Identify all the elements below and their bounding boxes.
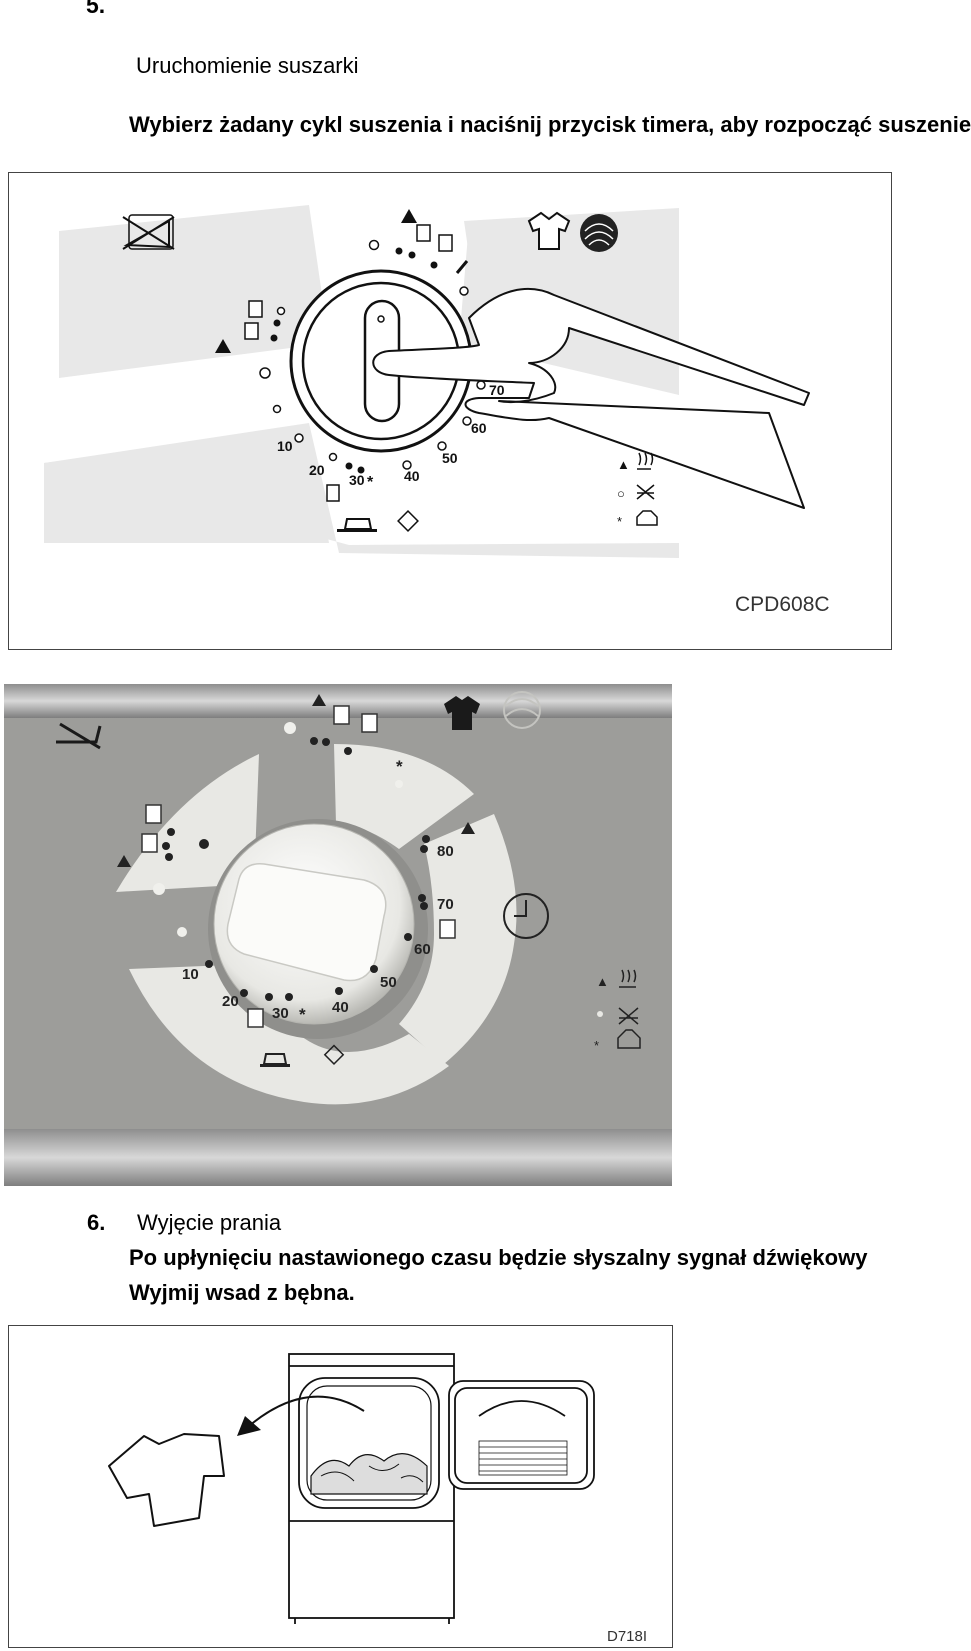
dial-dots	[270, 247, 438, 474]
panel-sector-right	[399, 814, 517, 1064]
dial-number-60: 60	[471, 420, 487, 436]
section-instruction: Wybierz żadany cykl suszenia i naciśnij …	[129, 112, 971, 137]
photo-number-80: 80	[437, 843, 454, 860]
legend: ▲ ○ *	[617, 457, 630, 529]
section-title: Wyjęcie prania	[137, 1210, 282, 1235]
legend-symbol-2: ○	[617, 486, 625, 501]
photo-legend-icons	[617, 969, 641, 1049]
bottom-rail	[4, 1129, 672, 1186]
photo-number-40: 40	[332, 999, 349, 1016]
photo-heat-icons	[141, 705, 456, 1028]
legend-symbol-1: ▲	[617, 457, 630, 472]
legend-symbol-3: *	[617, 514, 622, 529]
dial-number-40: 40	[404, 468, 420, 484]
photo-number-10: 10	[182, 966, 199, 983]
section-line: Wyjmij wsad z bębna.	[129, 1280, 355, 1305]
photo-no-iron-icon	[56, 722, 102, 750]
panel-region-left-bottom	[44, 431, 329, 543]
section-number: 6.	[87, 1210, 106, 1235]
panel-sector-top	[334, 744, 474, 849]
iron-icon	[343, 518, 373, 530]
cool-icon-stroke	[455, 260, 469, 274]
dial-photo-figure: 10 20 30 40 50 60 70 80 * *	[4, 684, 672, 1186]
triangle-marker-top	[401, 209, 417, 223]
photo-star-bottom: *	[299, 1005, 306, 1024]
hand-illustration	[372, 288, 810, 509]
photo-dial-light-dots	[153, 722, 403, 937]
photo-dial-dots	[162, 737, 430, 1001]
dial-number-30: 30	[349, 472, 365, 488]
photo-legend-symbol-2: *	[594, 1038, 599, 1053]
photo-number-30: 30	[272, 1005, 289, 1022]
photo-legend-symbol-1: ▲	[596, 974, 609, 989]
heat-icon-bottom	[326, 484, 340, 502]
arrow-head	[237, 1416, 261, 1436]
dial-number-70: 70	[489, 382, 505, 398]
photo-number-50: 50	[380, 974, 397, 991]
heat-icon-top-1	[416, 224, 431, 242]
section-number: 5.	[86, 0, 106, 18]
photo-number-70: 70	[437, 896, 454, 913]
photo-warning-diamond-icon	[323, 1044, 345, 1065]
panel-sector-left	[116, 754, 259, 892]
dial-number-labels: 10 20 30 40 50 60 70 *	[277, 382, 505, 491]
panel-region-left-top	[59, 205, 329, 378]
dial-photo-svg: 10 20 30 40 50 60 70 80 * *	[4, 684, 672, 1186]
legend-icons	[636, 452, 658, 526]
knob-grip	[226, 863, 387, 982]
photo-wool-icon	[503, 691, 541, 729]
triangle-marker-left	[215, 339, 231, 353]
dial-diagram-figure: 10 20 30 40 50 60 70 *	[8, 172, 892, 650]
photo-triangle-left	[117, 855, 131, 867]
photo-legend-dot	[597, 1011, 603, 1017]
laundry-pile	[310, 1453, 428, 1495]
dryer-unload-svg: D718I	[108, 1353, 647, 1645]
timer-clock-icon	[503, 893, 549, 939]
dial-star: *	[367, 474, 374, 491]
photo-triangle-right	[461, 822, 475, 834]
photo-number-60: 60	[414, 941, 431, 958]
shirt-icon	[527, 211, 571, 250]
section-line: Po upłynięciu nastawionego czasu będzie …	[129, 1245, 868, 1270]
dial-number-20: 20	[309, 462, 325, 478]
dial-indicator	[377, 315, 385, 323]
no-iron-icon	[122, 214, 175, 250]
heat-icon-top-2	[438, 234, 453, 252]
arrow-curve	[248, 1395, 365, 1427]
heat-icon-left-1	[248, 300, 263, 318]
photo-star-top: *	[396, 757, 403, 776]
shirt-icon	[108, 1433, 225, 1527]
photo-legend: ▲ *	[594, 974, 609, 1053]
photo-shirt-icon	[444, 696, 480, 730]
heat-icon-left-2	[244, 322, 259, 340]
warning-diamond-icon	[397, 510, 419, 532]
dryer-unload-figure: D718I	[8, 1325, 673, 1648]
section-title: Uruchomienie suszarki	[136, 53, 359, 78]
photo-dial-numbers: 10 20 30 40 50 60 70 80 * *	[182, 757, 454, 1024]
figure-code: CPD608C	[735, 593, 830, 616]
wool-icon	[580, 214, 618, 252]
photo-number-20: 20	[222, 993, 239, 1010]
figure-code: D718I	[607, 1628, 647, 1645]
photo-triangle-top	[312, 694, 326, 706]
door-filter-grille	[478, 1440, 568, 1476]
dial-number-10: 10	[277, 438, 293, 454]
dial-number-50: 50	[442, 450, 458, 466]
dial-diagram-svg: 10 20 30 40 50 60 70 *	[44, 205, 830, 616]
